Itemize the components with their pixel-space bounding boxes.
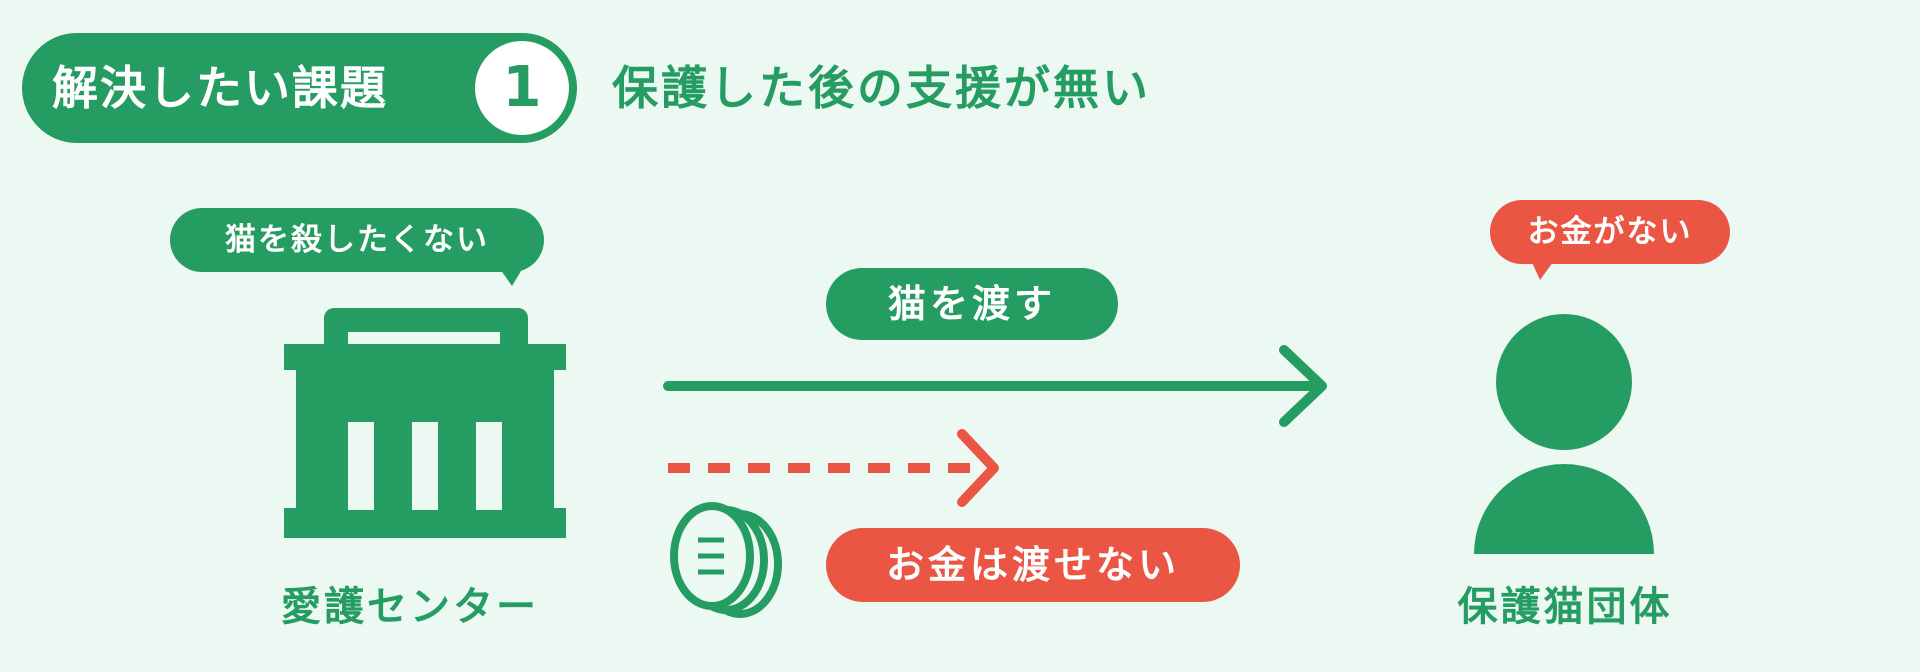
building-icon — [284, 308, 566, 538]
arrow-cat — [663, 345, 1327, 427]
issue-tag-label: 解決したい課題 — [52, 61, 388, 115]
arrow-money — [668, 429, 999, 507]
issue-tag: 解決したい課題 1 — [22, 33, 577, 143]
page-title: 保護した後の支援が無い — [612, 61, 1151, 115]
speech-group: お金がない — [1490, 200, 1730, 264]
person-icon — [1474, 314, 1654, 554]
speech-center: 猫を殺したくない — [170, 208, 544, 272]
node-group-label: 保護猫団体 — [1457, 584, 1673, 630]
node-center-label: 愛護センター — [281, 584, 539, 630]
coins-icon — [670, 502, 782, 618]
issue-number: 1 — [475, 41, 569, 135]
flow-cat-label: 猫を渡す — [826, 268, 1118, 340]
flow-money-label: お金は渡せない — [826, 528, 1240, 602]
